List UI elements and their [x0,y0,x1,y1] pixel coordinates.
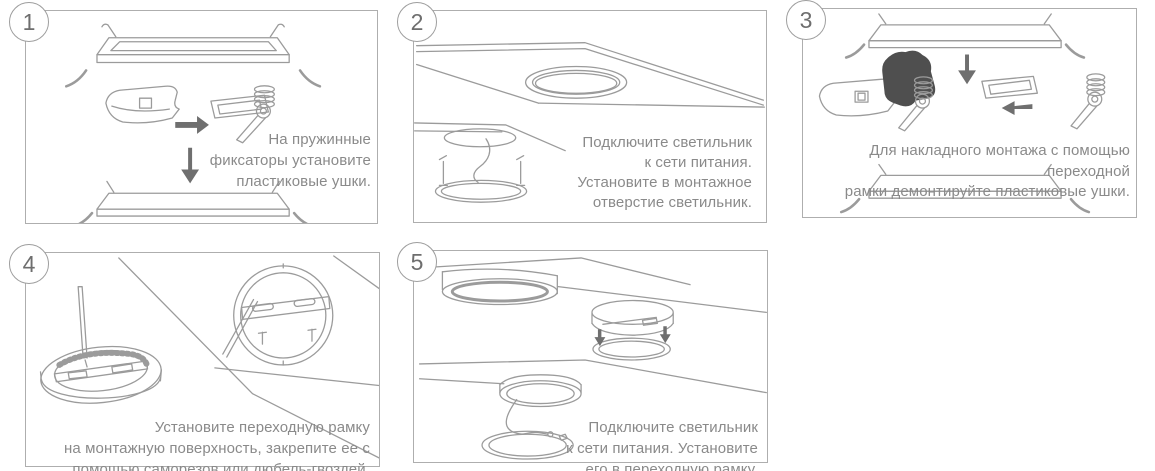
step-4-caption: Установите переходную рамку на монтажную… [64,419,370,471]
panel-with-ears-top-view [844,13,1086,59]
step-number: 1 [22,8,36,35]
arrow-down-icon [659,326,671,344]
plastic-ear-part [105,85,180,124]
step-number: 5 [410,248,424,275]
step-number: 2 [410,8,424,35]
step-3-illustration [818,13,1106,214]
step-5-caption: Подключите светильник к сети питания. Ус… [566,419,758,471]
arrow-left-icon [1001,101,1033,115]
screwdriver-tip-icon [222,298,259,358]
recessed-panel-with-spring-clips [64,23,322,88]
step-3-number-badge: 3 [786,0,826,40]
step-1-number-badge: 1 [9,2,49,42]
surface-mounted-light-on-ceiling [435,257,767,314]
ear-with-spring-part [210,85,275,144]
step-5-panel: 5 [397,242,768,471]
step-4-number-badge: 4 [9,244,49,284]
step-1-caption: На пружинные фиксаторы установите пласти… [209,131,371,190]
panel-with-ears-installed [78,180,308,223]
step-4-panel: 4 [9,244,380,471]
step-5-illustration [418,257,767,460]
hand-icon [882,50,936,107]
hand-removing-ear [818,50,936,132]
adapter-frame-with-screwdriver [39,286,163,404]
step-1-panel: 1 [9,2,378,224]
arrow-right-icon [175,116,209,134]
adapter-frame-front-view [222,263,334,366]
step-2-panel: 2 Подключит [397,2,767,223]
downlight-with-wire [414,122,566,203]
arrow-down-icon [958,54,976,85]
step-3-caption: Для накладного монтажа с помощью переход… [844,142,1130,200]
step-3-panel: 3 [786,0,1137,218]
step-number: 4 [22,250,36,277]
mounting-surface-plane [118,255,379,459]
step-number: 3 [799,6,813,33]
light-connecting-to-frame [418,359,767,460]
step-2-number-badge: 2 [397,2,437,42]
step-4-illustration [39,255,379,459]
panel-without-ears [839,163,1091,214]
screwdriver-icon [77,286,88,368]
step-1-illustration [64,23,322,223]
separated-ear-and-spring [981,73,1106,130]
ceiling-with-mounting-hole [415,42,765,108]
adapter-frame-exploded [591,299,674,361]
arrow-down-icon [594,329,606,347]
arrow-down-icon [181,147,200,184]
step-5-number-badge: 5 [397,242,437,282]
power-wire [505,398,549,435]
step-2-caption: Подключите светильник к сети питания. Ус… [577,134,752,211]
step-2-illustration [414,42,765,203]
